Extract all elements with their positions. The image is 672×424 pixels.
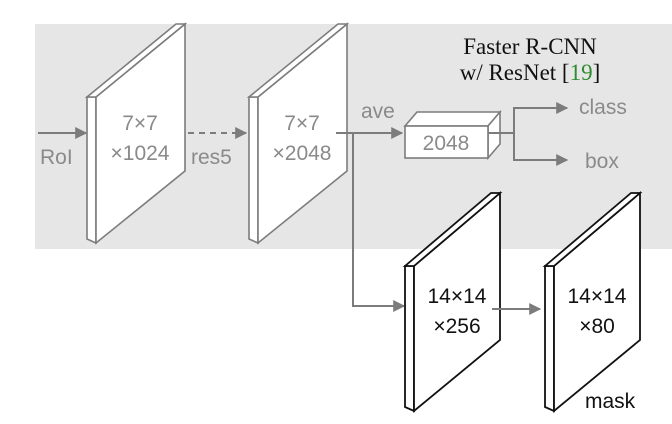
res5-label: res5 bbox=[191, 146, 232, 169]
class-branch-arrow bbox=[488, 102, 569, 134]
block1-line2: ×1024 bbox=[111, 142, 170, 165]
block2-line2: ×2048 bbox=[273, 142, 332, 165]
fc-dim-label: 2048 bbox=[423, 132, 470, 155]
block3-line2: ×256 bbox=[433, 315, 480, 338]
block2-line1: 7×7 bbox=[284, 112, 320, 135]
panel-title-line2: w/ ResNet [19] bbox=[460, 60, 601, 85]
block-14x14x80: 14×14 ×80 bbox=[542, 191, 643, 413]
block-14x14x256: 14×14 ×256 bbox=[402, 191, 503, 413]
block4-line1: 14×14 bbox=[568, 285, 627, 308]
mask-branch-arrow bbox=[352, 133, 406, 312]
ave-label: ave bbox=[361, 100, 395, 123]
panel-title-line1: Faster R-CNN bbox=[463, 34, 597, 59]
fc-2048-box: 2048 bbox=[403, 109, 502, 161]
mask-label: mask bbox=[585, 390, 636, 413]
reference-link: 19 bbox=[570, 60, 593, 85]
block1-line1: 7×7 bbox=[122, 112, 158, 135]
box-label: box bbox=[585, 150, 619, 173]
block-7x7x1024: 7×7 ×1024 bbox=[84, 22, 188, 245]
block-7x7x2048: 7×7 ×2048 bbox=[246, 22, 350, 245]
roi-label: RoI bbox=[40, 146, 73, 169]
block3-line1: 14×14 bbox=[428, 285, 487, 308]
box-branch-arrow bbox=[513, 133, 569, 166]
class-label: class bbox=[579, 96, 627, 119]
block4-line2: ×80 bbox=[579, 315, 615, 338]
